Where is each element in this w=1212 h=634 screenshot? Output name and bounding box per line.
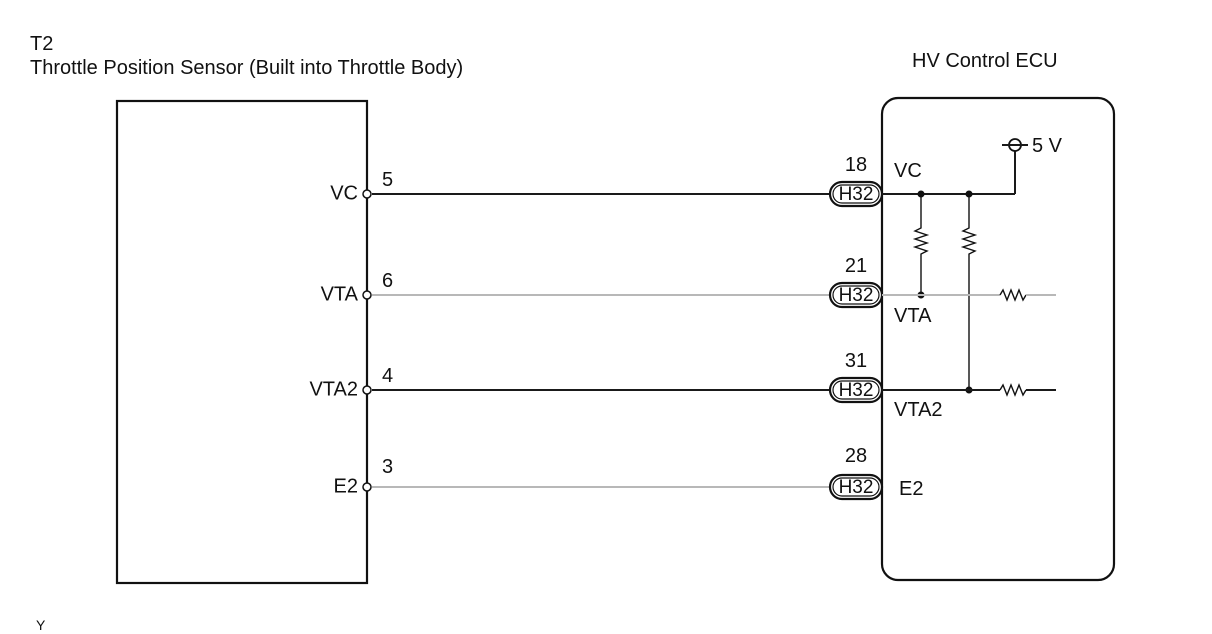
connector-vta: H32 [828, 281, 884, 309]
sensor-signal-vta2: VTA2 [309, 378, 358, 400]
terminal-vta [362, 290, 372, 300]
sensor-signal-e2: E2 [334, 475, 358, 497]
sensor-pin-vc: 5 [382, 169, 393, 191]
sensor-box [115, 99, 369, 585]
connector-label: H32 [839, 477, 874, 498]
ecu-pin-e2: 28 [845, 445, 867, 467]
pullup-resistor-vta-icon [912, 194, 930, 295]
ecu-signal-vc: VC [894, 160, 922, 182]
ecu-pin-vta2: 31 [845, 350, 867, 372]
sensor-pin-e2: 3 [382, 456, 393, 478]
connector-vta2: H32 [828, 376, 884, 404]
terminal-vta2 [362, 385, 372, 395]
footer-mark: Y [36, 617, 46, 633]
sensor-signal-vta: VTA [321, 283, 359, 305]
connector-e2: H32 [828, 473, 884, 501]
ecu-pin-vc: 18 [845, 154, 867, 176]
connector-label: H32 [839, 184, 874, 205]
pullup-resistor-vta2-icon [960, 194, 978, 390]
sensor-name: Throttle Position Sensor (Built into Thr… [30, 57, 463, 79]
sensor-code: T2 [30, 33, 53, 55]
ecu-name: HV Control ECU [912, 50, 1058, 72]
series-resistor-vta-icon [999, 288, 1027, 302]
terminal-vc [362, 189, 372, 199]
connector-vc: H32 [828, 180, 884, 208]
supply-label: 5 V [1032, 135, 1063, 157]
ecu-signal-vta: VTA [894, 305, 932, 327]
sensor-pin-vta: 6 [382, 270, 393, 292]
ecu-pin-vta: 21 [845, 255, 867, 277]
connector-label: H32 [839, 285, 874, 306]
sensor-pin-vta2: 4 [382, 365, 393, 387]
ecu-box [880, 96, 1116, 582]
terminal-e2 [362, 482, 372, 492]
sensor-signal-vc: VC [330, 182, 358, 204]
series-resistor-vta2-icon [999, 383, 1027, 397]
ecu-signal-e2: E2 [899, 478, 923, 500]
connector-label: H32 [839, 380, 874, 401]
ecu-signal-vta2: VTA2 [894, 399, 943, 421]
